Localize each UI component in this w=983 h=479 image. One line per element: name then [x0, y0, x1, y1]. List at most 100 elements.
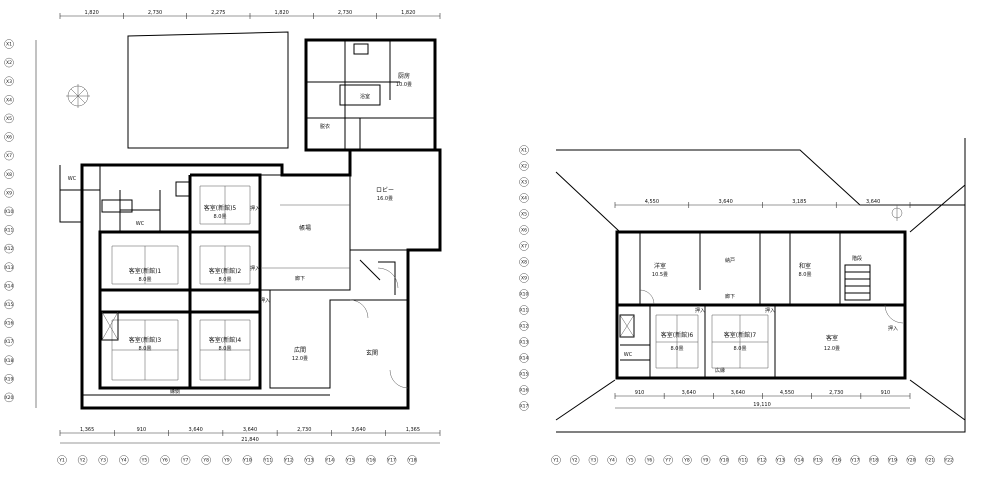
floor2-left-grid-label: X6 [521, 228, 527, 234]
floor2-left-grid-bubble [519, 241, 529, 251]
floor2-outer-wall [615, 230, 907, 380]
floor2-bottom-grid-label: Y15 [813, 458, 823, 464]
floor1-door-swing-3 [389, 369, 409, 389]
floor2-bottom-grid-bubble [719, 455, 730, 465]
floor1-bottom-grid-bubble [263, 455, 273, 465]
floor1-label-engawa: 縁側 [170, 388, 180, 395]
floor1-label-oshiire-3: 押入 [260, 297, 270, 304]
floor1-bottom-grid-bubble [345, 455, 356, 465]
north-arrow-icon [66, 84, 90, 108]
floor1-left-grid-label: X9 [6, 190, 12, 196]
floor1-lobby-lines [262, 204, 350, 269]
floor2-stairs [844, 264, 871, 301]
floor1-room-entrance-name: 玄関 [366, 349, 378, 357]
floor1-top-dim-value: 1,820 [85, 10, 99, 16]
floor1-bottom-grid-bubble [222, 455, 232, 465]
floor1-left-grid-bubble [4, 318, 14, 328]
floor2-top-dim-value: 4,550 [645, 199, 659, 205]
floor1-left-grid-label: X8 [6, 172, 12, 178]
floor2-bottom-grid-label: Y9 [702, 458, 709, 464]
floor1-bottom-grid-label: Y8 [202, 458, 209, 464]
floor1-left-grid-label: X20 [5, 395, 14, 401]
floor2-bottom-grid-label: Y4 [608, 458, 615, 464]
floor1-room-5-area: 8.0畳 [214, 214, 227, 220]
floor1-left-grid-label: X16 [5, 321, 14, 327]
floor1-bottom-dim-value: 3,640 [189, 427, 203, 433]
floor1-left-grid-bubble [4, 281, 14, 291]
floor1-bottom-grid-label: Y7 [182, 458, 189, 464]
floor1-oshiire-left-cross [101, 311, 119, 341]
floor2-plan: X1X2X3X4X5X6X7X8X9X10X11X12X13X14X15X16X… [519, 138, 966, 465]
floor1-guestroom-block [98, 230, 262, 390]
floor2-bottom-grid-bubble [569, 455, 580, 465]
floor2-door-swing-2 [639, 289, 655, 305]
floor2-room-washitsu-name: 和室 [799, 262, 811, 270]
floor2-bottom-grid-label: Y2 [571, 458, 578, 464]
floor2-bottom-grid-label: Y3 [590, 458, 597, 464]
floor1-left-grid-label: X14 [5, 283, 14, 289]
floor1-tatami-lines [111, 185, 251, 381]
floor1-bottom-grid-label: Y5 [141, 458, 148, 464]
floor2-bottom-grid-bubble [943, 455, 954, 465]
floor2-bottom-grid-label: Y6 [646, 458, 653, 464]
floor2-left-grid-bubble [519, 209, 529, 219]
floor2-bottom-grid-label: Y1 [552, 458, 559, 464]
floor1-annex-fixture [353, 43, 369, 55]
floor2-bottom-grid-bubble [850, 455, 860, 465]
floor1-door-swing-2 [349, 299, 369, 319]
floor1-bottom-grid-label: Y14 [325, 458, 335, 464]
floor2-left-grid-bubble [519, 353, 529, 363]
floor1-top-dim-value: 2,730 [148, 10, 162, 16]
floor1-bottom-grid-label: Y15 [345, 458, 355, 464]
floor1-label-wc-1: WC [68, 176, 77, 182]
floor1-left-grid-label: X15 [5, 302, 14, 308]
floor1-bottom-grid-bubble [407, 455, 417, 465]
floor2-bottom-grid-bubble [831, 455, 842, 465]
floor1-left-grid-label: X18 [5, 358, 14, 364]
floor1-left-grid-bubble [4, 392, 14, 403]
floor2-door-swing [884, 304, 904, 324]
floor1-bottom-grid-bubble [386, 455, 397, 465]
floor1-top-dim-value: 1,820 [401, 10, 415, 16]
floor1-left-grid-bubble [4, 225, 14, 235]
floor2-bottom-grid-label: Y13 [775, 458, 785, 464]
floor2-left-grid-bubble [519, 321, 529, 331]
floor1-annex-partitions [306, 40, 435, 150]
floor1-courtyard-outline [127, 31, 289, 149]
floor2-bottom-grid-bubble [663, 455, 673, 465]
floor2-bottom-grid-bubble [551, 455, 561, 465]
floor1-left-grid-markers: X1X2X3X4X5X6X7X8X9X10X11X12X13X14X15X16X… [4, 39, 14, 403]
floor1-left-grid-label: X5 [6, 116, 12, 122]
floor1-top-dim-value: 2,275 [211, 10, 225, 16]
floor1-bottom-grid-bubble [366, 455, 376, 465]
floor1-left-grid-label: X17 [5, 339, 14, 345]
floor2-bottom-grid-bubble [738, 455, 748, 465]
floor1-left-grid-bubble [4, 299, 14, 310]
floor2-left-grid-bubble [519, 193, 529, 203]
floor2-left-grid-label: X8 [521, 260, 527, 266]
floor1-bottom-grid-label: Y13 [304, 458, 314, 464]
floor1-label-corridor: 廊下 [295, 275, 305, 282]
floor1-oshiire-left [101, 311, 119, 341]
floor2-room-storage-name: 納戸 [725, 257, 735, 264]
floor2-left-grid-bubble [519, 273, 529, 283]
floor2-label-oshiire-2: 押入 [765, 307, 775, 314]
floor1-bottom-dim-value: 3,640 [243, 427, 257, 433]
floor2-bottom-grid-label: Y17 [850, 458, 860, 464]
floor1-left-grid-bubble [4, 336, 14, 347]
floor1-bottom-grid-bubble [139, 455, 150, 465]
floor1-bottom-grid-bubble [325, 455, 335, 465]
floor2-label-corridor: 廊下 [725, 293, 735, 300]
floor2-bottom-grid-label: Y16 [831, 458, 841, 464]
floor2-label-wc: WC [624, 352, 633, 358]
floor1-left-grid-bubble [4, 262, 14, 272]
floor2-bottom-grid-label: Y11 [738, 458, 748, 464]
floor1-door-swing [377, 267, 399, 289]
floor2-bottom-dim-value: 3,640 [731, 390, 745, 396]
floor2-left-grid-label: X17 [520, 404, 529, 410]
floor2-closet-cross [619, 314, 635, 338]
floor2-top-dim-value: 3,185 [792, 199, 806, 205]
